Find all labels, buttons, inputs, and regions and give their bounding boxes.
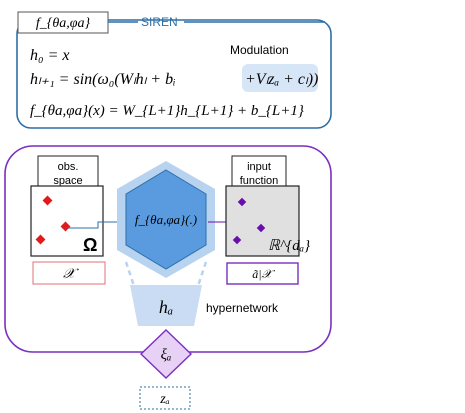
network-hex [125, 169, 207, 270]
input-point-1 [237, 197, 247, 207]
modulation-highlight [242, 64, 318, 92]
obs-point-2 [60, 221, 71, 232]
input-point-2 [256, 223, 266, 233]
hypernetwork-caption: hypernetwork [206, 301, 279, 315]
input-point-3 [232, 235, 242, 245]
hypernetwork-shape [130, 285, 202, 326]
input-function-label-box [231, 155, 287, 191]
siren-eq1: h₀ = x [30, 47, 69, 64]
obs-space-box [30, 185, 104, 257]
latent-z-box [139, 386, 191, 410]
restricted-input-label: ã|𝒳 [252, 267, 275, 281]
siren-eq2-left: hₗ₊₁ = sin(ω₀(Wₗhₗ + bᵢ [30, 71, 176, 88]
input-space-label: ℝ^{dₐ} [268, 238, 310, 254]
x-set-box [32, 261, 106, 285]
x-set-label: 𝒳 [63, 267, 79, 282]
siren-eq3: f_{θa,φa}(x) = W_{L+1}h_{L+1} + b_{L+1} [30, 103, 304, 119]
obs-point-1 [42, 195, 53, 206]
omega-label: Ω [83, 235, 97, 255]
obs-space-label-line1: obs. [58, 161, 79, 173]
latent-z-label: zₐ [159, 392, 170, 407]
hypernetwork-label: hₐ [159, 297, 173, 317]
obs-space-label-line2: space [53, 175, 82, 187]
input-function-label-line1: input [247, 161, 271, 173]
siren-box [16, 19, 332, 129]
siren-title: SIREN [141, 15, 178, 29]
siren-tag: f_{θa,φa} [36, 16, 91, 31]
network-hex-label: f_{θa,φa}(.) [135, 212, 197, 227]
restricted-input-box [226, 262, 299, 285]
obs-to-network-arrow [68, 221, 118, 229]
latent-diamond [139, 329, 193, 379]
siren-modulation-label: Modulation [230, 43, 289, 57]
latent-xi-label: ξₐ [161, 347, 172, 363]
obs-point-3 [35, 234, 46, 245]
siren-eq2-mod: +Vₗzₐ + cₗ)) [245, 71, 318, 88]
input-function-box [225, 185, 300, 257]
input-function-label-line2: function [240, 175, 279, 187]
